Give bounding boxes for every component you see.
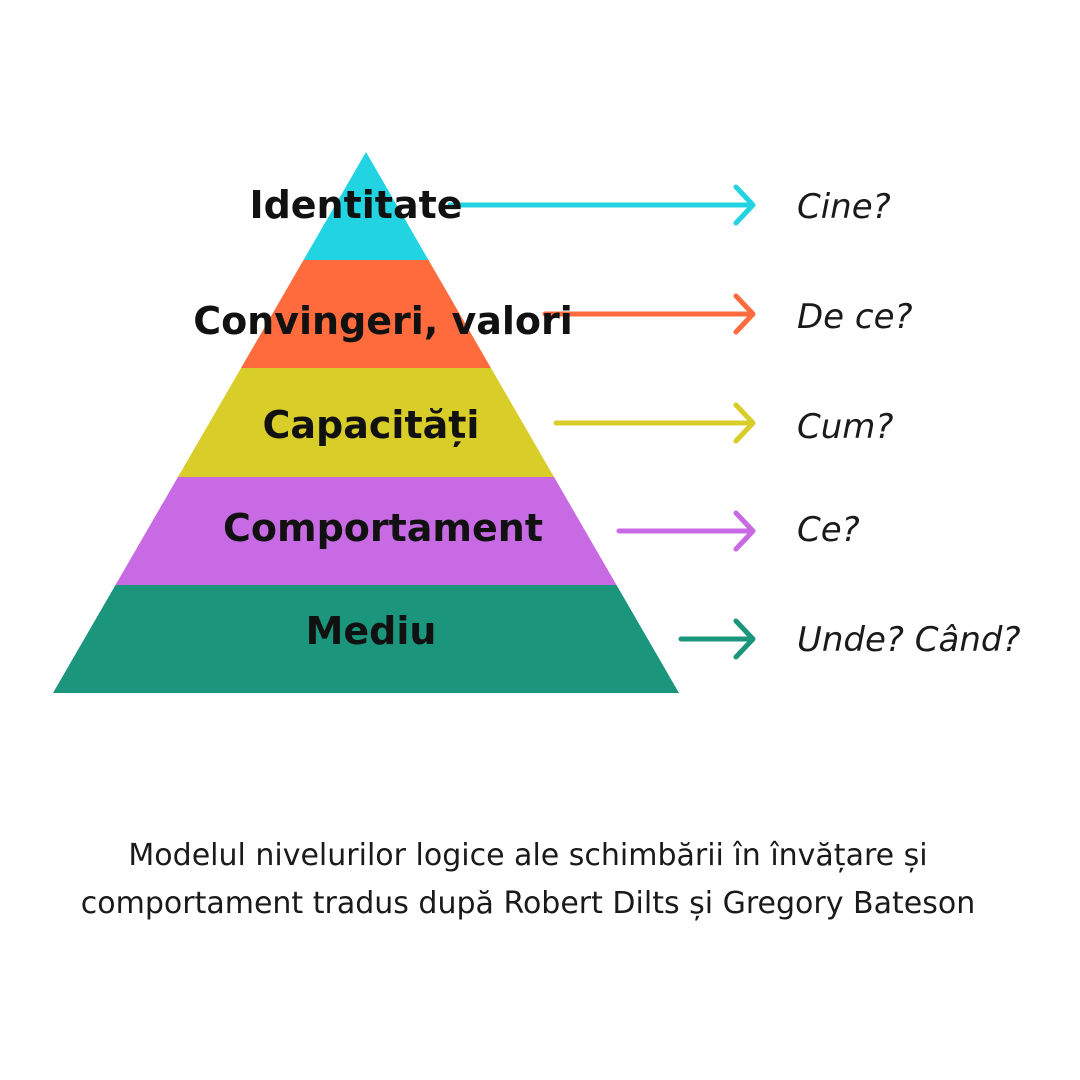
question-label: De ce? [797, 297, 913, 337]
question-label: Cum? [797, 407, 893, 447]
caption-line-1: Modelul nivelurilor logice ale schimbări… [128, 838, 928, 873]
level-label: Capacități [263, 403, 480, 447]
arrow-right-icon [553, 402, 756, 444]
level-label: Identitate [249, 183, 462, 227]
pyramid-level-5 [53, 585, 679, 693]
pyramid-level-3 [177, 368, 555, 477]
pyramid-level-4 [115, 477, 617, 585]
question-label: Cine? [797, 187, 891, 227]
question-label: Ce? [797, 510, 860, 550]
level-label: Comportament [223, 506, 543, 550]
level-label: Convingeri, valori [193, 299, 573, 343]
pyramid-level-1 [303, 152, 429, 260]
pyramid [53, 152, 679, 693]
question-label: Unde? Când? [797, 620, 1021, 660]
level-label: Mediu [306, 609, 437, 653]
arrow-right-icon [542, 293, 756, 335]
arrow-right-icon [678, 618, 756, 660]
arrow-right-icon [616, 510, 756, 552]
pyramid-level-2 [241, 260, 491, 368]
arrows [447, 184, 756, 660]
arrow-right-icon [447, 184, 756, 226]
caption: Modelul nivelurilor logice ale schimbări… [0, 832, 1056, 928]
question-labels: Cine? De ce? Cum? Ce? Unde? Când? [797, 187, 1021, 660]
caption-line-2: comportament tradus după Robert Dilts și… [80, 886, 976, 921]
